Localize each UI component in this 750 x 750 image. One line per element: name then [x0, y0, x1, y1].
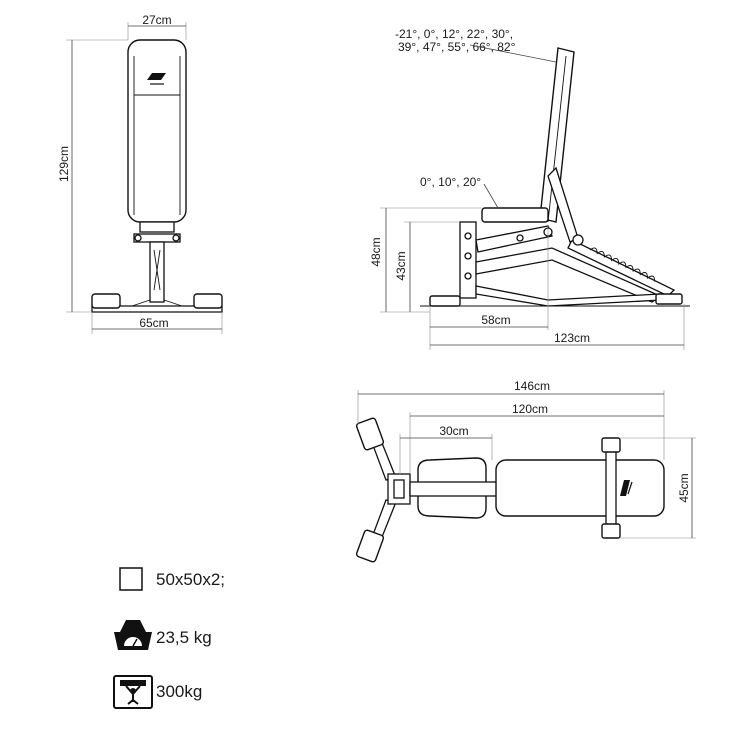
dim-front-height: 129cm [57, 146, 71, 182]
seat-angle-leader [483, 183, 499, 209]
side-view: -21°, 0°, 12°, 22°, 30°, 39°, 47°, 55°, … [369, 27, 690, 350]
dim-top-120: 120cm [512, 402, 548, 416]
front-foot-right [193, 293, 223, 309]
spec-max-load-value: 300kg [156, 682, 202, 701]
front-view: 27cm 129cm 65cm [57, 13, 223, 334]
spec-profile: 50x50x2; [119, 567, 225, 591]
scale-weight-icon [114, 620, 152, 650]
spec-profile-value: 50x50x2; [156, 570, 225, 589]
backrest-angles-line1: -21°, 0°, 12°, 22°, 30°, [395, 27, 513, 41]
top-rear-foot-lower [601, 523, 621, 539]
dim-side-58: 58cm [481, 313, 510, 327]
front-backrest-pad [127, 39, 187, 223]
backrest-angle-leader [469, 44, 557, 63]
side-backrest-arm [547, 166, 579, 243]
spec-weight: 23,5 kg [114, 620, 212, 650]
top-rear-base [605, 445, 617, 533]
top-center-rail [409, 481, 501, 497]
spec-weight-value: 23,5 kg [156, 628, 212, 647]
profile-square-icon [119, 567, 143, 591]
side-front-upright [459, 221, 477, 299]
top-foot-lower [355, 529, 385, 563]
side-main-rail [475, 247, 662, 303]
top-foot-upper [355, 417, 385, 451]
top-rear-foot-upper [601, 437, 621, 453]
dim-front-top-width: 27cm [142, 13, 171, 27]
spec-max-load: 300kg [113, 675, 202, 709]
side-ladder-notches [589, 247, 656, 282]
dim-top-45: 45cm [677, 473, 691, 502]
dim-top-146: 146cm [514, 379, 550, 393]
max-load-icon [113, 675, 153, 709]
dim-side-123: 123cm [554, 331, 590, 345]
top-backrest-pad [495, 459, 665, 517]
side-seat-support [475, 225, 553, 253]
top-view: 146cm 120cm 30cm 45cm [355, 379, 696, 563]
side-seat-pad [481, 207, 549, 223]
backrest-angles-line2: 39°, 47°, 55°, 66°, 82° [398, 40, 516, 54]
dim-front-base-width: 65cm [139, 316, 168, 330]
front-foot-left [91, 293, 121, 309]
brand-logo-front [147, 73, 166, 85]
dim-side-43: 43cm [394, 251, 408, 280]
seat-angles: 0°, 10°, 20° [420, 175, 481, 189]
brand-logo-top [620, 480, 633, 496]
front-bracket [139, 221, 175, 233]
dim-side-48: 48cm [369, 237, 383, 266]
side-rear-foot [655, 293, 683, 305]
side-front-foot [429, 295, 461, 307]
side-adjust-knob [572, 234, 584, 246]
dim-top-30: 30cm [439, 424, 468, 438]
